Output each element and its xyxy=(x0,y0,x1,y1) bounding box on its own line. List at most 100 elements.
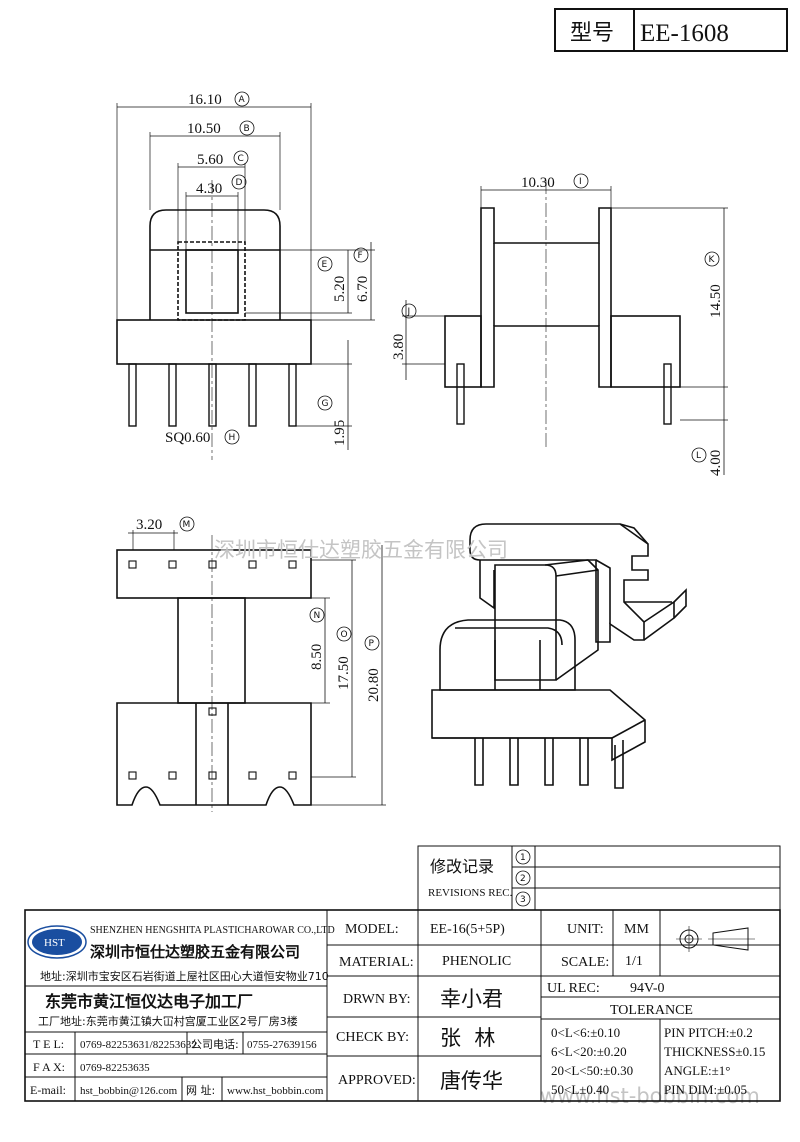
model-header-label: 型号 xyxy=(570,21,614,46)
other-tolerance-2: THICKNESS±0.15 xyxy=(664,1044,765,1059)
dim-a-value: 16.10 xyxy=(188,92,222,108)
dim-d-value: 4.30 xyxy=(196,181,222,197)
revision-2: 2 xyxy=(520,874,526,884)
tel-value: 0769-82253631/82253632 xyxy=(80,1039,197,1051)
dim-o-letter: O xyxy=(341,630,348,640)
dim-h-marker xyxy=(224,429,240,445)
check-value: 张 林 xyxy=(440,1026,495,1050)
dim-n-value: 8.50 xyxy=(309,644,325,670)
factory-address: 工厂地址:东莞市黄江镇大冚村宫厦工业区2号厂房3楼 xyxy=(38,1014,298,1028)
scale-label: SCALE: xyxy=(561,955,609,970)
hst-logo xyxy=(27,925,87,959)
watermark-company: 深圳市恒仕达塑胶五金有限公司 xyxy=(214,538,508,562)
model-label: MODEL: xyxy=(345,922,399,937)
revisions-title-cn: 修改记录 xyxy=(430,857,494,876)
tel-label: T E L: xyxy=(33,1037,64,1051)
dim-f-marker xyxy=(353,247,369,263)
dim-l-marker xyxy=(691,447,707,463)
bottom-view xyxy=(116,530,386,812)
other-tolerance-4: PIN DIM:±0.05 xyxy=(664,1082,747,1097)
dim-e-marker xyxy=(317,256,333,272)
dim-m-marker xyxy=(179,516,195,532)
approved-value: 唐传华 xyxy=(440,1069,503,1093)
front-view xyxy=(116,103,375,460)
dim-m-letter: M xyxy=(183,520,191,530)
tolerance-1: 0<L<6:±0.10 xyxy=(551,1025,620,1040)
revision-3: 3 xyxy=(520,895,526,905)
dim-i-value: 10.30 xyxy=(521,175,555,191)
unit-value: MM xyxy=(624,922,649,937)
dim-c-marker xyxy=(233,150,249,166)
dim-o-value: 17.50 xyxy=(336,656,352,690)
dim-a-marker xyxy=(234,91,250,107)
model-header: 型号 EE-1608 xyxy=(554,8,788,52)
dim-g-value: 1.95 xyxy=(332,420,348,446)
dim-b-marker xyxy=(239,120,255,136)
tolerance-4: 50<L±0.40 xyxy=(551,1082,609,1097)
tolerance-2: 6<L<20:±0.20 xyxy=(551,1044,627,1059)
dim-m-value: 3.20 xyxy=(136,517,162,533)
tolerance-3: 20<L<50:±0.30 xyxy=(551,1063,633,1078)
factory-name: 东莞市黄江恒仪达电子加工厂 xyxy=(45,992,253,1011)
dim-p-value: 20.80 xyxy=(366,668,382,702)
dim-g-letter: G xyxy=(322,399,329,409)
unit-label: UNIT: xyxy=(567,922,604,937)
company-address: 地址:深圳市宝安区石岩街道上屋社区田心大道恒安物业710 xyxy=(40,969,329,983)
check-label: CHECK BY: xyxy=(336,1030,409,1045)
dim-j-letter: J xyxy=(407,307,411,317)
dim-g-marker xyxy=(317,395,333,411)
dim-i-letter: I xyxy=(579,177,582,187)
dim-f-value: 6.70 xyxy=(355,276,371,302)
material-label: MATERIAL: xyxy=(339,955,414,970)
side-view xyxy=(402,180,728,475)
fax-label: F A X: xyxy=(33,1060,65,1074)
dim-k-letter: K xyxy=(709,255,716,265)
ul-value: 94V-0 xyxy=(630,981,665,996)
dim-h-letter: H xyxy=(229,433,236,443)
web-value: www.hst_bobbin.com xyxy=(227,1085,324,1097)
revisions-table xyxy=(417,845,781,911)
dim-i-marker xyxy=(573,173,589,189)
company-name-en: SHENZHEN HENGSHITA PLASTICHAROWAR CO.,LT… xyxy=(90,925,335,936)
fax-value: 0769-82253635 xyxy=(80,1062,150,1074)
other-tolerance-3: ANGLE:±1° xyxy=(664,1063,731,1078)
model-header-value: EE-1608 xyxy=(640,20,729,47)
dim-p-letter: P xyxy=(369,639,375,649)
email-label: E-mail: xyxy=(30,1083,66,1097)
approved-label: APPROVED: xyxy=(338,1073,416,1088)
dim-e-value: 5.20 xyxy=(332,276,348,302)
web-label: 网 址: xyxy=(186,1083,215,1097)
isometric-view xyxy=(431,523,687,789)
model-value: EE-16(5+5P) xyxy=(430,922,505,937)
material-value: PHENOLIC xyxy=(442,954,511,969)
other-tolerance-1: PIN PITCH:±0.2 xyxy=(664,1025,753,1040)
dim-j-value: 3.80 xyxy=(391,334,407,360)
dim-n-letter: N xyxy=(314,611,321,621)
dim-n-marker xyxy=(309,607,325,623)
dim-c-letter: C xyxy=(238,154,244,164)
company-phone-label: 公司电话: xyxy=(191,1038,239,1051)
scale-value: 1/1 xyxy=(625,954,643,969)
dim-f-letter: F xyxy=(358,251,363,261)
dim-k-marker xyxy=(704,251,720,267)
revisions-title-en: REVISIONS REC. xyxy=(428,887,513,899)
dim-h-value: SQ0.60 xyxy=(165,430,210,446)
title-block xyxy=(24,909,781,1102)
drawn-label: DRWN BY: xyxy=(343,992,411,1007)
tolerance-title: TOLERANCE xyxy=(610,1003,693,1018)
dim-e-letter: E xyxy=(322,260,328,270)
dim-l-letter: L xyxy=(696,451,701,461)
dim-d-marker xyxy=(231,174,247,190)
dim-l-value: 4.00 xyxy=(708,450,724,476)
dim-a-letter: A xyxy=(239,95,246,105)
dim-k-value: 14.50 xyxy=(708,284,724,318)
dim-b-value: 10.50 xyxy=(187,121,221,137)
email-value: hst_bobbin@126.com xyxy=(80,1085,178,1097)
dim-b-letter: B xyxy=(244,124,250,134)
watermark-website: www.hst-bobbin.com xyxy=(540,1084,760,1108)
company-name-cn: 深圳市恒仕达塑胶五金有限公司 xyxy=(90,943,300,961)
dim-d-letter: D xyxy=(236,178,243,188)
company-phone-value: 0755-27639156 xyxy=(247,1039,317,1051)
ul-label: UL REC: xyxy=(547,981,600,996)
